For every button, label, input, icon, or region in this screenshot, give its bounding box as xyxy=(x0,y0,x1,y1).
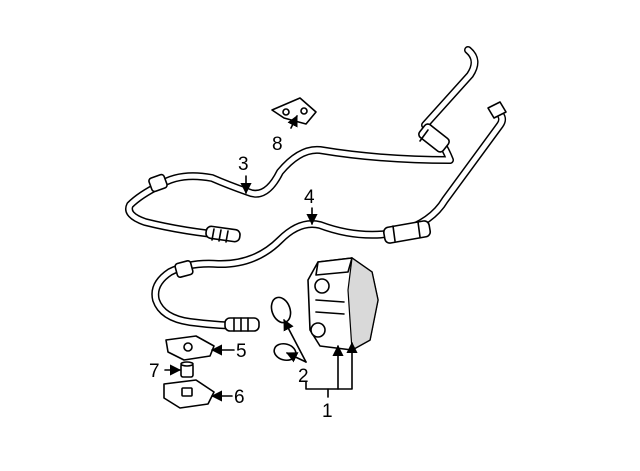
oil-cooler xyxy=(307,256,379,351)
upper-cooler-line xyxy=(125,46,479,243)
lower-cooler-line xyxy=(151,101,507,332)
callout-5: 5 xyxy=(236,341,247,362)
callout-3: 3 xyxy=(238,154,249,175)
callout-4: 4 xyxy=(304,187,315,208)
callout-8: 8 xyxy=(272,134,283,155)
callout-1: 1 xyxy=(322,401,333,422)
callout-6: 6 xyxy=(234,387,245,408)
line-clamp xyxy=(165,335,215,361)
leader-lines xyxy=(164,114,358,402)
retaining-clip xyxy=(163,379,215,409)
callout-7: 7 xyxy=(149,361,160,382)
callout-2: 2 xyxy=(298,366,309,387)
bushing xyxy=(180,361,194,378)
mounting-bracket xyxy=(271,97,317,125)
seal-o-rings xyxy=(270,296,297,362)
